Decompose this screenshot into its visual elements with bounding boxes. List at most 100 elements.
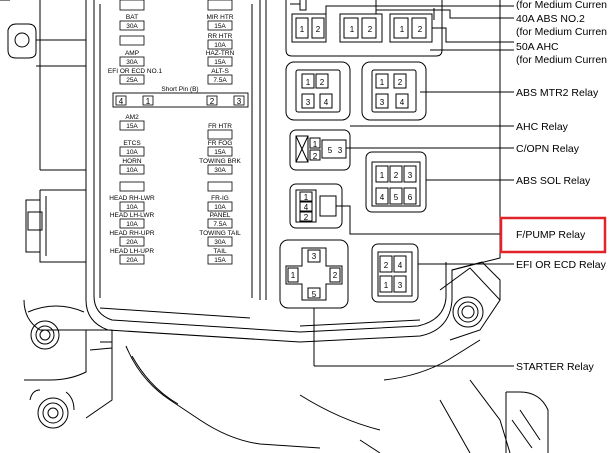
svg-text:6: 6 [408,193,413,202]
label-abs-no2: 40A ABS NO.2 [516,13,585,25]
svg-text:FR HTR: FR HTR [208,123,232,130]
short-pin-number: 4 [119,97,124,106]
fuse-value: 7.5A [213,77,227,84]
fuse-name: HEAD LH-LWR [110,212,155,219]
efi-pins: 2 4 1 3 [384,261,403,290]
fuse-value: 15A [214,59,226,66]
label-efi-relay: EFI OR ECD Relay [516,259,607,271]
svg-text:2: 2 [384,261,389,270]
svg-text:5: 5 [328,146,333,155]
svg-text:1: 1 [400,25,405,34]
label-medium-current-2: (for Medium Curren [516,26,607,38]
abs-sol-pins: 1 2 3 4 5 6 [380,171,413,202]
svg-text:1: 1 [306,78,311,87]
f-pump-highlight-box [499,216,607,254]
abs-mtr2-pins: 1 2 3 4 1 2 3 4 [306,78,405,107]
svg-text:5: 5 [394,193,399,202]
abs-mtr2-relay-block [285,61,427,121]
svg-text:1: 1 [380,171,385,180]
fuse-value: 10A [126,149,138,156]
short-pin-number: 2 [210,97,215,106]
short-pin-number: 1 [146,97,151,106]
fuse-value: 15A [214,23,226,30]
svg-text:2: 2 [398,78,403,87]
svg-text:5: 5 [312,290,317,299]
svg-text:2: 2 [316,25,321,34]
fuse-value: 20A [126,239,138,246]
svg-text:3: 3 [338,146,343,155]
svg-text:2: 2 [394,171,399,180]
fuse-value: 10A [126,221,138,228]
fuse-name: RR HTR [208,33,233,40]
f-pump-pins: 1 4 2 [304,193,309,222]
fuse-value: 10A [214,204,226,211]
fuse-name: FR FOG [208,140,233,147]
fuse-name: HEAD LH-UPR [110,248,154,255]
fuse-value: 30A [126,59,138,66]
fuse-name: AM2 [125,114,139,121]
fuse-value: 10A [126,167,138,174]
fuse-name: PANEL [210,212,231,219]
svg-text:4: 4 [380,193,385,202]
abs-sol-relay [365,151,427,213]
short-pin-number: 3 [237,97,242,106]
svg-text:1: 1 [291,271,296,280]
svg-text:4: 4 [324,98,329,107]
svg-text:3: 3 [380,98,385,107]
svg-text:3: 3 [408,171,413,180]
label-f-pump-relay: F/PUMP Relay [516,229,586,241]
fuse-name: TOWING TAIL [199,230,241,237]
fuse-name: TAIL [213,248,227,255]
fuse-name: ALT-S [211,68,229,75]
fuse-name: HEAD RH-UPR [109,230,154,237]
fuse-name: EFI OR ECD NO.1 [108,68,163,75]
fuse-value: 25A [126,77,138,84]
svg-text:2: 2 [418,25,423,34]
svg-text:1: 1 [304,193,309,202]
f-pump-relay [289,183,343,229]
svg-text:2: 2 [333,271,338,280]
svg-text:3: 3 [312,252,317,261]
svg-text:1: 1 [300,25,305,34]
top-relays [285,0,443,57]
fuse-name: FR-IG [211,195,229,202]
fuse-name: HAZ-TRN [206,50,235,57]
fuse-value: 30A [214,167,226,174]
svg-text:1: 1 [313,140,318,149]
fuse-value: 20A [126,257,138,264]
starter-pins: 3 1 2 5 [291,252,338,299]
fuse-name: MIR HTR [206,14,233,21]
housing-outline [0,0,549,453]
svg-text:2: 2 [313,152,318,161]
fuse-value: 30A [126,23,138,30]
fuse-grid-left: BAT 30A MIR HTR 15A RR HTR 10A AMP 30A H… [108,0,235,85]
leader-lines [314,5,514,367]
top-relay-pins: 1 2 1 2 1 2 [300,25,423,34]
label-ahc-relay: AHC Relay [516,121,569,133]
label-abs-mtr2-relay: ABS MTR2 Relay [516,87,599,99]
label-ahc-50a: 50A AHC [516,41,559,53]
c-opn-relay [289,129,352,171]
fuse-name: BAT [126,14,138,21]
fuse-value: 10A [126,204,138,211]
label-medium-current-1: (for Medium Curren [516,0,607,11]
svg-text:3: 3 [398,281,403,290]
fuse-name: TOWING BRK [199,158,241,165]
svg-text:2: 2 [304,213,309,222]
fuse-name: AMP [125,50,139,57]
fuse-value: 15A [214,257,226,264]
fuse-name: ETCS [123,140,141,147]
svg-text:2: 2 [368,25,373,34]
label-medium-current-3: (for Medium Curren [516,54,607,66]
fuse-grid-lower: AM2 15A FR HTR ETCS 10A FR FOG 15A HORN … [109,114,242,265]
svg-text:3: 3 [306,98,311,107]
fuse-value: 15A [126,123,138,130]
fuse-name: HEAD RH-LWR [109,195,155,202]
short-pin-label: Short Pin (B) [161,86,198,93]
c-opn-pins: 1 2 5 3 [313,140,343,161]
fuse-value: 15A [214,149,226,156]
fuse-value: 10A [214,42,226,49]
svg-text:4: 4 [400,98,405,107]
label-starter-relay: STARTER Relay [516,361,595,373]
